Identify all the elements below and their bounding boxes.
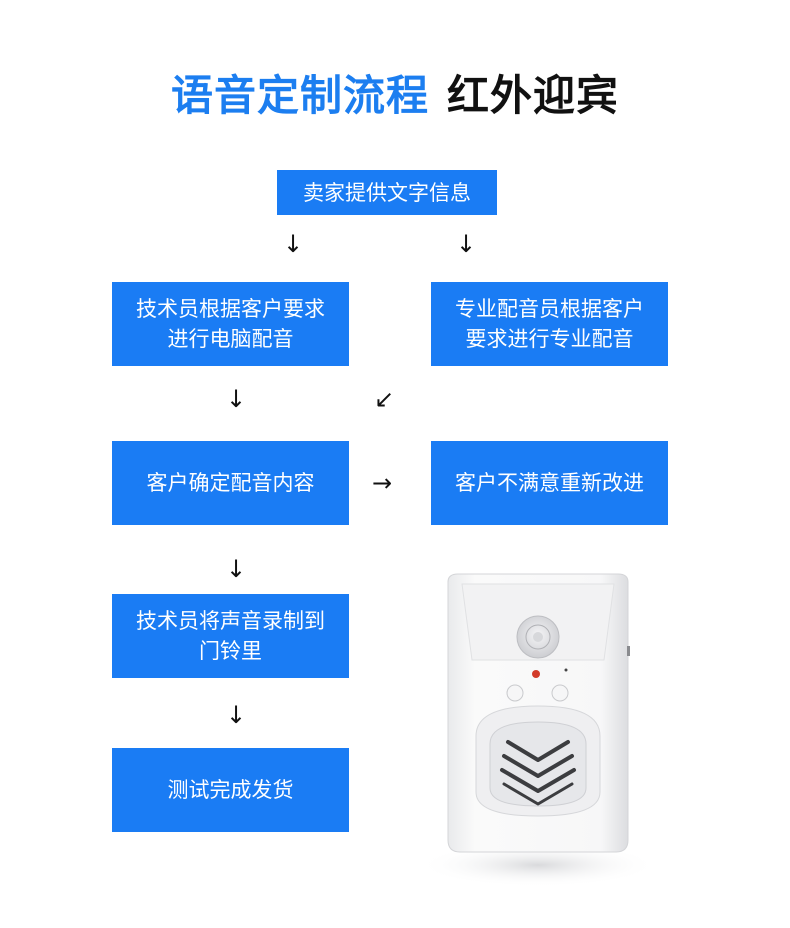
step-customer-confirms: 客户确定配音内容	[112, 441, 349, 525]
arrow-down-icon: ↓	[283, 230, 304, 258]
arrow-down-icon: ↓	[226, 701, 247, 729]
step-customer-unsatisfied: 客户不满意重新改进	[431, 441, 668, 525]
arrow-down-icon: ↓	[226, 555, 247, 583]
step-test-and-ship: 测试完成发货	[112, 748, 349, 832]
arrow-right-icon: →	[372, 469, 393, 497]
step-record-into-doorbell: 技术员将声音录制到 门铃里	[112, 594, 349, 678]
arrow-down-icon: ↓	[456, 230, 477, 258]
doorbell-device-image	[428, 573, 648, 887]
title-main: 语音定制流程	[170, 71, 429, 120]
title-sub: 红外迎宾	[447, 71, 620, 120]
arrow-down-left-icon: ↙	[374, 385, 395, 413]
arrow-down-icon: ↓	[226, 385, 247, 413]
page-title: 语音定制流程红外迎宾	[0, 62, 790, 123]
step-voice-actor-dubbing: 专业配音员根据客户 要求进行专业配音	[431, 282, 668, 366]
step-technician-computer-dubbing: 技术员根据客户要求 进行电脑配音	[112, 282, 349, 366]
step-seller-provides-text: 卖家提供文字信息	[277, 170, 497, 215]
